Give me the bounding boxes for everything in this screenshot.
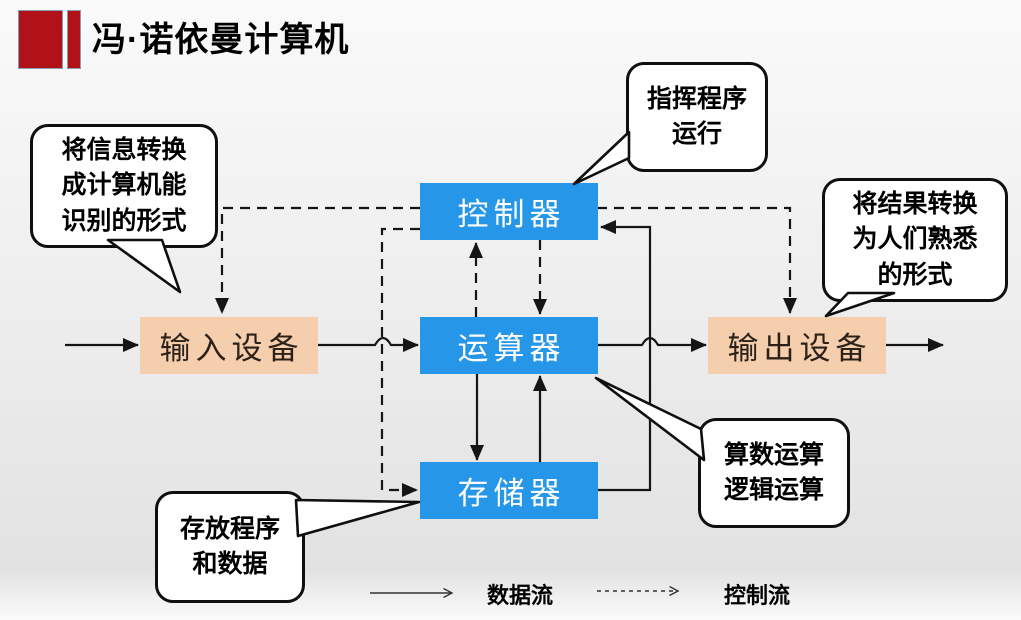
input-device-box: 输入设备 [140,317,318,374]
output-device-box: 输出设备 [708,317,886,374]
title-accent-stripe-icon [67,10,81,69]
input-note-callout: 将信息转换 成计算机能 识别的形式 [30,124,218,248]
arrow-alu-to-output [597,336,707,352]
output-device-label: 输出设备 [727,331,872,366]
memory-note-line: 存放程序 [179,514,280,543]
controller-note-line: 运行 [671,120,722,148]
memory-note-line: 和数据 [192,550,268,578]
input-note-line: 将信息转换 [61,135,187,164]
ctrl-arrow-controller-to-output [597,206,797,314]
input-note-line: 识别的形式 [61,206,187,235]
memory-note-callout: 存放程序 和数据 [155,491,305,603]
controller-label: 控制器 [457,197,566,232]
memory-box: 存储器 [420,462,598,519]
alu-note-callout: 算数运算 逻辑运算 [698,418,850,528]
alu-note-line: 算数运算 [723,440,824,469]
controller-box: 控制器 [420,183,598,240]
alu-note-line: 逻辑运算 [723,476,824,504]
arrow-memory-to-controller [597,220,652,492]
output-note-callout: 将结果转换 为人们熟悉 的形式 [822,178,1008,302]
memory-label: 存储器 [457,476,566,511]
output-note-line: 为人们熟悉 [852,225,978,254]
input-device-label: 输入设备 [159,331,304,366]
input-note-line: 成计算机能 [61,171,187,200]
legend-data-flow-label: 数据流 [487,583,554,608]
alu-box: 运算器 [420,317,598,374]
page-title: 冯·诺依曼计算机 [92,21,350,59]
output-note-line: 将结果转换 [852,189,978,218]
title-accent-block-icon [18,10,63,69]
output-note-line: 的形式 [877,260,953,289]
alu-note-tail [594,376,706,462]
ctrl-arrow-controller-to-input [215,206,420,314]
controller-note-callout: 指挥程序 运行 [626,62,768,172]
title-bar: 冯·诺依曼计算机 [0,0,1021,80]
memory-note-tail [294,498,421,538]
arrow-input-to-alu [318,336,419,352]
alu-label: 运算器 [457,331,566,366]
controller-note-line: 指挥程序 [646,84,747,113]
ctrl-arrow-controller-to-memory [380,227,420,497]
legend-control-flow-label: 控制流 [724,583,791,608]
controller-note-tail [572,130,631,186]
